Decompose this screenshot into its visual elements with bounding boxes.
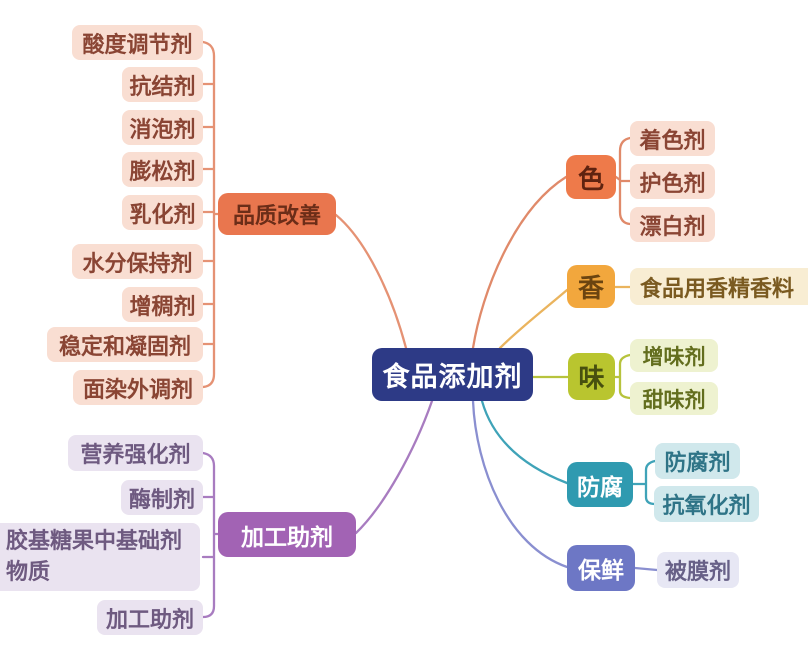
- aroma-child-node[interactable]: 食品用香精香料: [630, 268, 808, 305]
- processing-child-node[interactable]: 加工助剂: [97, 600, 203, 635]
- connector-rail-processing: [201, 451, 220, 619]
- root-node[interactable]: 食品添加剂: [372, 348, 533, 401]
- branch-node-preservative[interactable]: 防腐: [567, 462, 633, 507]
- connector-root-freshness: [471, 399, 569, 569]
- quality-child-node[interactable]: 面染外调剂: [73, 370, 203, 405]
- branch-node-taste[interactable]: 味: [568, 353, 615, 400]
- branch-node-quality[interactable]: 品质改善: [218, 193, 336, 235]
- quality-child-node[interactable]: 消泡剂: [122, 110, 203, 145]
- connector-rail-preservative: [631, 459, 657, 506]
- quality-child-node[interactable]: 增稠剂: [122, 287, 203, 322]
- connector-rail-color: [614, 136, 632, 226]
- branch-node-freshness[interactable]: 保鲜: [567, 545, 635, 591]
- branch-node-aroma[interactable]: 香: [567, 265, 615, 308]
- quality-child-node[interactable]: 酸度调节剂: [72, 25, 203, 60]
- preservative-child-node[interactable]: 抗氧化剂: [654, 486, 759, 522]
- branch-node-color[interactable]: 色: [566, 155, 616, 199]
- color-child-node[interactable]: 着色剂: [630, 121, 715, 156]
- preservative-child-node[interactable]: 防腐剂: [655, 443, 740, 479]
- connector-freshness-child: [633, 566, 659, 572]
- freshness-child-node[interactable]: 被膜剂: [657, 552, 739, 588]
- quality-child-node[interactable]: 水分保持剂: [72, 244, 203, 279]
- processing-child-node[interactable]: 酶制剂: [121, 480, 203, 515]
- quality-child-node[interactable]: 乳化剂: [122, 195, 203, 230]
- connector-rail-quality: [201, 40, 220, 389]
- color-child-node[interactable]: 漂白剂: [630, 207, 715, 242]
- quality-child-node[interactable]: 稳定和凝固剂: [47, 327, 203, 362]
- processing-child-node[interactable]: 营养强化剂: [68, 435, 203, 471]
- connector-root-preservative: [480, 399, 569, 485]
- quality-child-node[interactable]: 膨松剂: [122, 152, 203, 187]
- connector-root-quality: [334, 213, 408, 350]
- connector-root-aroma: [498, 288, 569, 350]
- connector-root-processing: [354, 399, 434, 535]
- taste-child-node[interactable]: 增味剂: [630, 339, 718, 372]
- color-child-node[interactable]: 护色剂: [630, 164, 715, 199]
- connector-rail-taste: [613, 353, 632, 400]
- quality-child-node[interactable]: 抗结剂: [122, 67, 203, 102]
- connector-root-color: [471, 175, 568, 350]
- taste-child-node[interactable]: 甜味剂: [630, 382, 718, 415]
- processing-child-node[interactable]: 胶基糖果中基础剂物质: [0, 523, 200, 591]
- branch-node-processing[interactable]: 加工助剂: [218, 512, 356, 557]
